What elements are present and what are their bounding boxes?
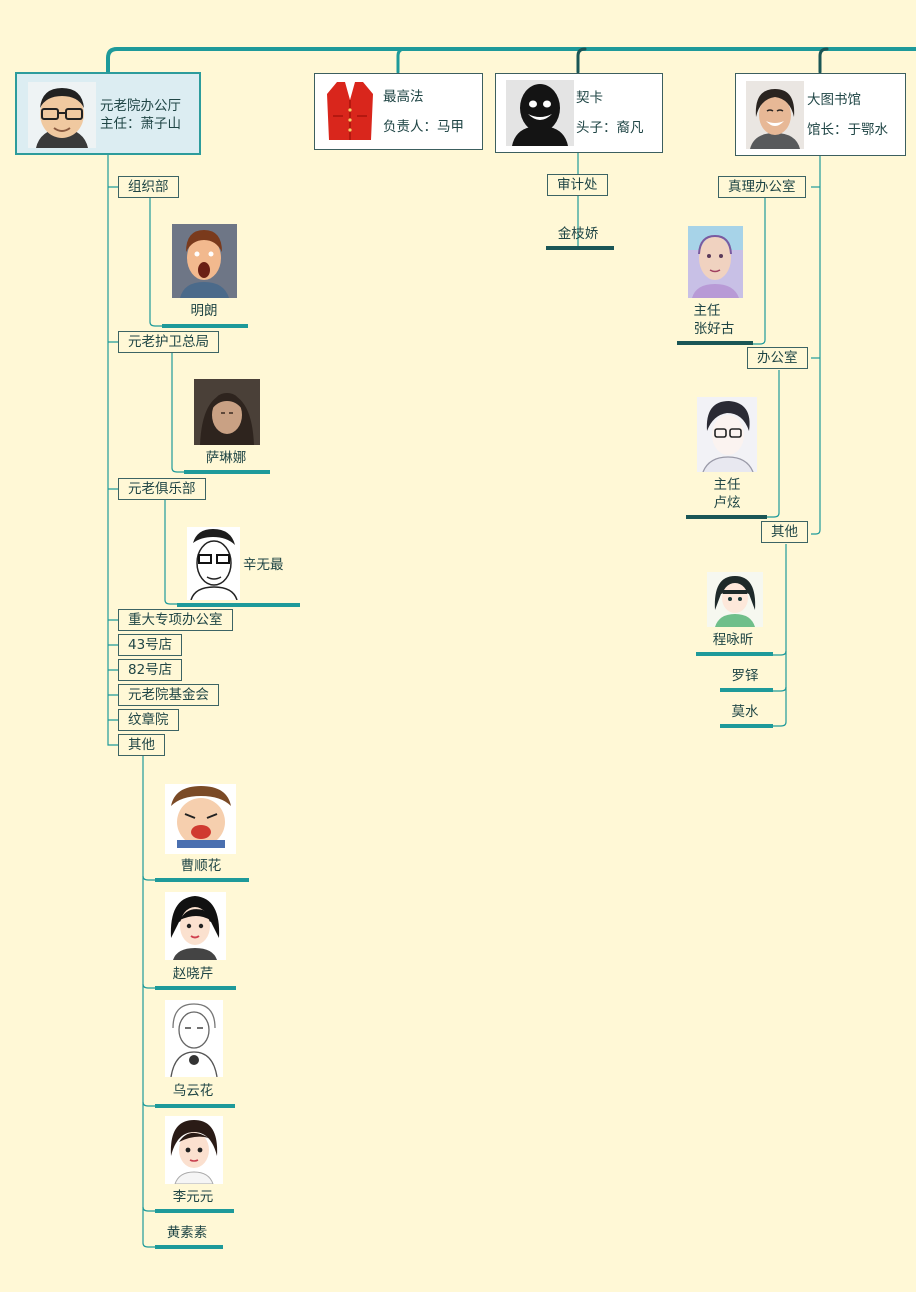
short-hair-woman-icon	[165, 1116, 223, 1184]
person-name: 莫水	[722, 703, 768, 721]
person-name: 金枝娇	[550, 225, 606, 243]
node-supreme-court[interactable]: 最高法 负责人：马甲	[314, 73, 483, 150]
dept-store-82[interactable]: 82号店	[118, 659, 182, 681]
dept-audit[interactable]: 审计处	[547, 174, 608, 196]
node-subtitle: 主任：萧子山	[100, 114, 181, 135]
girl-cartoon-icon	[165, 892, 226, 960]
director-name: 张好古	[688, 320, 740, 338]
person-name: 李元元	[168, 1188, 218, 1206]
underline-bar	[162, 324, 248, 328]
underline-bar	[686, 515, 767, 519]
person-name: 罗铎	[722, 667, 768, 685]
painted-man-icon	[688, 226, 743, 298]
node-title: 大图书馆	[807, 90, 861, 111]
person-name: 赵晓芹	[168, 965, 218, 983]
person-name: 程咏昕	[708, 631, 758, 649]
underline-bar	[720, 724, 773, 728]
sketch-glasses-man-icon	[187, 527, 240, 600]
person-name: 萨琳娜	[198, 449, 254, 467]
node-cheka[interactable]: 契卡 头子：裔凡	[495, 73, 663, 153]
node-yuanlao-office[interactable]: 元老院办公厅 主任：萧子山	[15, 72, 201, 155]
underline-bar	[155, 1104, 235, 1108]
person-name: 乌云花	[168, 1082, 218, 1100]
smiling-man-icon	[746, 81, 804, 149]
person-name: 黄素素	[162, 1224, 212, 1242]
director-role: 主任	[707, 476, 747, 494]
avatar-glasses-man-icon	[28, 82, 96, 148]
person-name: 明朗	[180, 302, 228, 320]
green-dress-girl-icon	[707, 572, 763, 627]
dept-guard-bureau[interactable]: 元老护卫总局	[118, 331, 219, 353]
red-vest-icon	[325, 80, 375, 144]
dept-library-others[interactable]: 其他	[761, 521, 808, 543]
director-role: 主任	[687, 302, 727, 320]
director-name: 卢炫	[707, 494, 747, 512]
dept-club[interactable]: 元老俱乐部	[118, 478, 206, 500]
shadow-face-icon	[506, 80, 574, 146]
underline-bar	[546, 246, 614, 250]
dept-special-projects[interactable]: 重大专项办公室	[118, 609, 233, 631]
person-name: 曹顺花	[176, 857, 226, 875]
glasses-boy-sketch-icon	[697, 397, 757, 472]
node-subtitle: 馆长：于鄂水	[807, 120, 888, 141]
woman-portrait-icon	[194, 379, 260, 445]
underline-bar	[177, 603, 300, 607]
dept-truth-office[interactable]: 真理办公室	[718, 176, 806, 198]
shocked-man-icon	[172, 224, 237, 298]
sketch-girl-icon	[165, 1000, 223, 1077]
dept-store-43[interactable]: 43号店	[118, 634, 182, 656]
underline-bar	[155, 1209, 234, 1213]
underline-bar	[155, 986, 236, 990]
underline-bar	[155, 878, 249, 882]
underline-bar	[720, 688, 773, 692]
angry-woman-cartoon-icon	[165, 784, 236, 854]
node-subtitle: 负责人：马甲	[383, 117, 464, 138]
node-title: 契卡	[576, 88, 603, 109]
underline-bar	[696, 652, 773, 656]
node-subtitle: 头子：裔凡	[576, 118, 644, 139]
underline-bar	[155, 1245, 223, 1249]
node-great-library[interactable]: 大图书馆 馆长：于鄂水	[735, 73, 906, 156]
dept-foundation[interactable]: 元老院基金会	[118, 684, 219, 706]
dept-heraldry[interactable]: 纹章院	[118, 709, 179, 731]
underline-bar	[184, 470, 270, 474]
underline-bar	[677, 341, 753, 345]
dept-organization[interactable]: 组织部	[118, 176, 179, 198]
dept-library-office[interactable]: 办公室	[747, 347, 808, 369]
node-title: 最高法	[383, 87, 424, 108]
person-name: 辛无最	[243, 556, 284, 574]
dept-others[interactable]: 其他	[118, 734, 165, 756]
